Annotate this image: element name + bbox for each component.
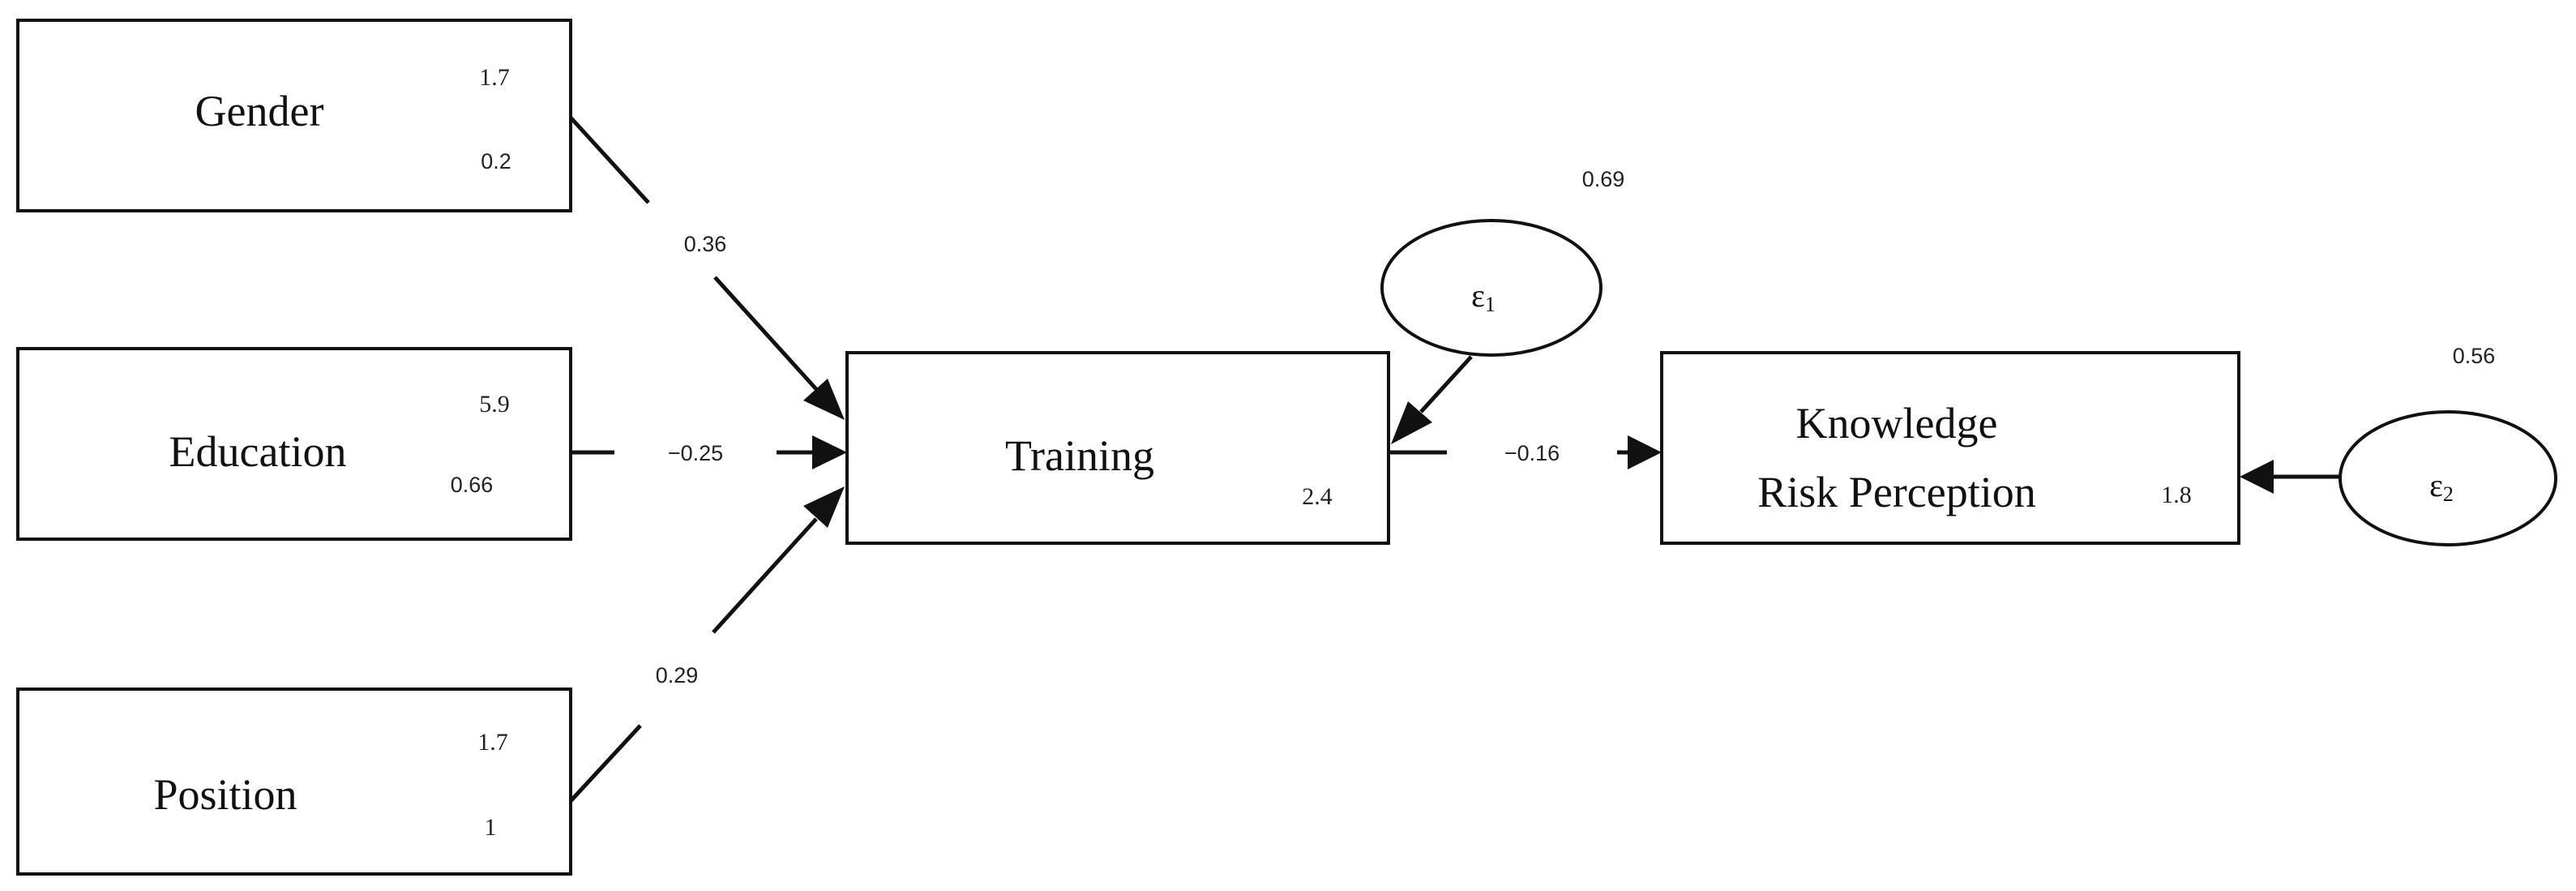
- training-intercept: 2.4: [1302, 483, 1333, 510]
- path-e2-knowledge: [2240, 460, 2340, 494]
- path-position-training: 0.29: [569, 486, 845, 803]
- education-variance: 0.66: [451, 473, 494, 497]
- gender-variance: 0.2: [481, 149, 511, 173]
- node-knowledge-risk-perception: Knowledge Risk Perception 1.8: [1660, 351, 2240, 545]
- error-e2-subscript: 2: [2443, 482, 2454, 506]
- path-training-knowledge: −0.16: [1389, 435, 1662, 469]
- position-label: Position: [153, 770, 297, 819]
- error-e2: ε2 0.56: [2339, 344, 2557, 546]
- path-position-training-coef: 0.29: [656, 663, 699, 688]
- path-education-training: −0.25: [571, 435, 847, 469]
- path-training-knowledge-coef: −0.16: [1504, 441, 1560, 465]
- risk-perception-label: Risk Perception: [1757, 468, 2035, 516]
- node-education: Education 5.9 0.66: [16, 347, 572, 541]
- node-training: Training 2.4: [845, 351, 1390, 545]
- error-e2-symbol-text: ε2: [2429, 467, 2454, 506]
- path-gender-training: 0.36: [569, 116, 845, 420]
- error-e2-variance: 0.56: [2453, 344, 2496, 368]
- knowledge-intercept: 1.8: [2161, 482, 2192, 508]
- error-e1-subscript: 1: [1485, 293, 1496, 316]
- gender-mean: 1.7: [479, 64, 510, 91]
- path-e1-training: [1391, 355, 1473, 444]
- knowledge-label: Knowledge: [1796, 399, 1998, 448]
- path-education-training-coef: −0.25: [668, 441, 723, 465]
- education-mean: 5.9: [479, 391, 510, 418]
- node-position: Position 1.7 1: [16, 688, 572, 876]
- path-gender-training-coef: 0.36: [684, 232, 727, 256]
- error-e2-symbol: ε: [2429, 467, 2443, 503]
- education-label: Education: [169, 427, 347, 476]
- error-e1-variance: 0.69: [1582, 167, 1625, 191]
- position-variance: 1: [485, 814, 497, 841]
- position-mean: 1.7: [477, 729, 508, 756]
- error-e1-symbol-text: ε1: [1471, 277, 1496, 316]
- training-label: Training: [1005, 431, 1154, 480]
- error-e1-symbol: ε: [1471, 277, 1485, 314]
- error-e1: ε1 0.69: [1380, 167, 1625, 357]
- node-gender: Gender 1.7 0.2: [16, 19, 572, 212]
- gender-label: Gender: [195, 87, 324, 135]
